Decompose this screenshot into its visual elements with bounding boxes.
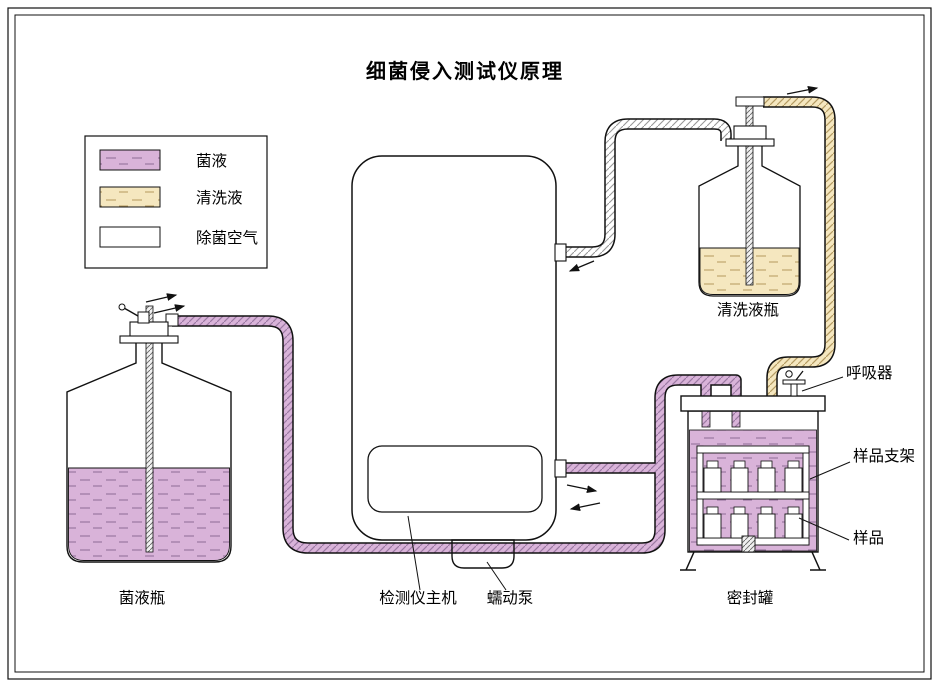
sealed-tank [680, 370, 826, 571]
legend-swatch-bacteria [99, 149, 161, 171]
legend-label-air: 除菌空气 [196, 229, 258, 247]
bacteria-cap-flange [119, 335, 179, 344]
sample-row-1 [703, 460, 803, 493]
breather-label: 呼吸器 [846, 364, 893, 382]
pump-label: 蠕动泵 [487, 589, 534, 607]
tank-lid [680, 395, 826, 412]
cleaning-bottle [698, 96, 801, 297]
sample-vial [757, 513, 776, 539]
main-unit-door [367, 445, 543, 513]
main-unit-bottom-port [554, 459, 567, 478]
legend-label-cleaning: 清洗液 [196, 189, 243, 207]
bacteria-cap [129, 321, 169, 338]
sample-vial [703, 513, 722, 539]
tube-fills [172, 97, 835, 553]
legend-swatch-cleaning [99, 186, 161, 208]
sealed-tank-label: 密封罐 [727, 589, 774, 607]
flow-arrow-bottle-out-2 [153, 304, 186, 314]
sample-label: 样品 [853, 529, 884, 547]
main-unit-label: 检测仪主机 [379, 589, 457, 607]
sample-vial [730, 467, 749, 493]
sample-cap [706, 506, 719, 515]
sample-cap [760, 460, 773, 469]
cleaning-cap [733, 125, 767, 141]
sample-cap [787, 460, 800, 469]
sample-cap [787, 506, 800, 515]
leader-main-unit [407, 515, 421, 591]
bacteria-bottle [66, 303, 232, 563]
flow-arrow-air [568, 260, 595, 272]
bacteria-tube [172, 316, 741, 553]
outer-frame [7, 7, 932, 680]
flow-arrow-cleaning-out [786, 85, 819, 95]
flow-arrows [145, 85, 819, 511]
legend-label-bacteria: 菌液 [196, 152, 227, 170]
cleaning-cap-flange [725, 138, 775, 147]
bacteria-valve-body [137, 311, 150, 324]
breather-knob [785, 370, 793, 378]
diagram-title: 细菌侵入测试仪原理 [366, 59, 564, 83]
air-tube [565, 119, 731, 257]
breather-valve [782, 370, 806, 397]
leader-pump [486, 561, 507, 591]
sample-rack [696, 445, 810, 546]
legend-swatch-air [99, 226, 161, 248]
rack-shelf-middle [696, 491, 810, 500]
sample-vial [757, 467, 776, 493]
bacteria-dip-tube [145, 305, 154, 553]
bacteria-cap-outlet [165, 313, 179, 327]
sample-vial [703, 467, 722, 493]
tank-drain-plug [741, 535, 756, 553]
inner-frame [14, 14, 925, 673]
main-unit-top-port [554, 243, 567, 262]
flow-arrow-return-1 [566, 484, 598, 493]
leader-sample [798, 517, 850, 541]
cleaning-tee-fitting [735, 96, 765, 107]
tank-inlet-stub-1 [701, 410, 711, 428]
sample-vial [730, 513, 749, 539]
main-unit [351, 155, 567, 541]
peristaltic-pump [451, 539, 515, 569]
legend: 菌液 清洗液 除菌空气 [84, 135, 268, 269]
sample-cap [706, 460, 719, 469]
cleaning-bottle-label: 清洗液瓶 [717, 301, 779, 319]
rack-shelf-top [696, 445, 810, 454]
sample-vial [784, 467, 803, 493]
breather-stem [790, 383, 798, 397]
breather-lever [795, 370, 804, 381]
tank-leg-right [810, 551, 826, 571]
sample-cap [733, 506, 746, 515]
leader-sample-rack [809, 461, 851, 480]
bacteria-valve-knob [118, 303, 126, 311]
cleaning-tube [763, 97, 835, 407]
leader-breather [801, 376, 844, 392]
sample-vial [784, 513, 803, 539]
sample-cap [733, 460, 746, 469]
flow-arrow-bottle-out-1 [145, 293, 178, 303]
tank-leg-left [680, 551, 696, 571]
bacteria-valve-lever [123, 307, 139, 317]
sample-rack-label: 样品支架 [853, 447, 915, 465]
flow-arrow-return-2 [569, 502, 601, 511]
breather-bar [782, 379, 806, 385]
bacteria-bottle-label: 菌液瓶 [119, 589, 166, 607]
leader-lines [407, 376, 851, 591]
sample-row-2 [703, 506, 803, 539]
sample-cap [760, 506, 773, 515]
tank-inlet-stub-2 [731, 410, 741, 428]
